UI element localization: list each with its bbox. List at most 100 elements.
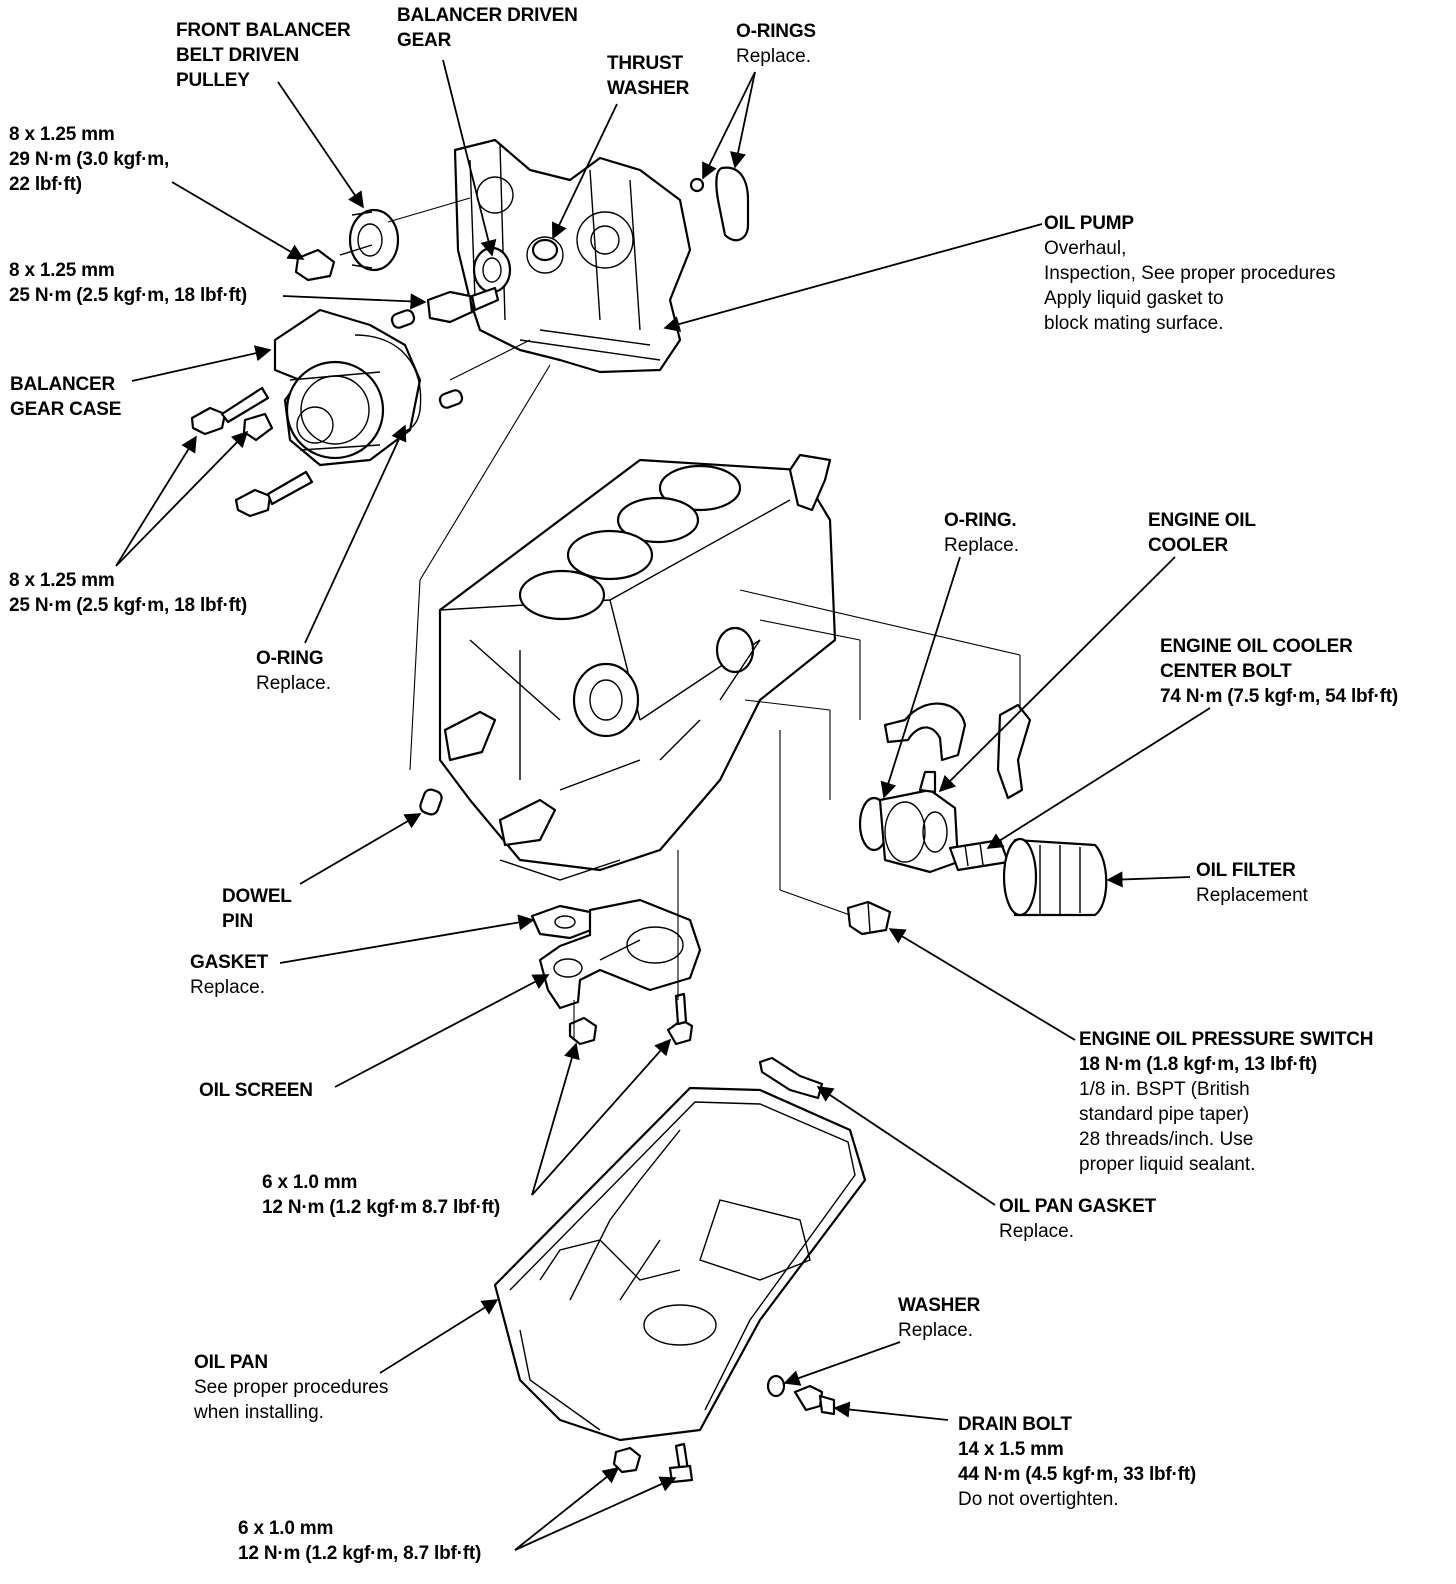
- label-line: 44 N·m (4.5 kgf·m, 33 lbf·ft): [958, 1464, 1197, 1485]
- label-oil-filter: OIL FILTER Replacement: [1196, 858, 1308, 908]
- label-pressure-switch: ENGINE OIL PRESSURE SWITCH 18 N·m (1.8 k…: [1079, 1027, 1373, 1177]
- pressure-switch: [846, 900, 892, 936]
- alignment-lines: [387, 197, 1021, 1040]
- label-line: 8 x 1.25 mm: [9, 124, 115, 145]
- pulley-bolt: [294, 244, 373, 282]
- label-note: Replace.: [190, 977, 265, 998]
- label-note: Replace.: [898, 1320, 973, 1341]
- oil-pan: [493, 1086, 867, 1442]
- small-dowels-top: [390, 309, 464, 409]
- label-balancer-driven-gear: BALANCER DRIVEN GEAR: [397, 3, 578, 53]
- label-line: 8 x 1.25 mm: [9, 260, 115, 281]
- oil-screen: [538, 898, 702, 1010]
- label-line: OIL SCREEN: [199, 1080, 313, 1101]
- label-note: Inspection, See proper procedures: [1044, 263, 1336, 284]
- label-bolt-6x10-pan: 6 x 1.0 mm 12 N·m (1.2 kgf·m, 8.7 lbf·ft…: [238, 1516, 481, 1566]
- label-line: 18 N·m (1.8 kgf·m, 13 lbf·ft): [1079, 1054, 1318, 1075]
- engine-block: [438, 453, 837, 881]
- label-line: 74 N·m (7.5 kgf·m, 54 lbf·ft): [1160, 686, 1399, 707]
- label-line: BELT DRIVEN: [176, 45, 300, 66]
- label-gasket: GASKET Replace.: [190, 950, 268, 1000]
- label-line: 12 N·m (1.2 kgf·m 8.7 lbf·ft): [262, 1197, 501, 1218]
- label-bolt-8x125-29nm: 8 x 1.25 mm 29 N·m (3.0 kgf·m, 22 lbf·ft…: [9, 122, 169, 197]
- label-line: ENGINE OIL: [1148, 510, 1256, 531]
- label-dowel-pin: DOWEL PIN: [222, 884, 292, 934]
- label-note: standard pipe taper): [1079, 1104, 1250, 1125]
- label-line: 22 lbf·ft): [9, 174, 82, 195]
- pump-bolt: [426, 286, 500, 324]
- gasket: [530, 904, 598, 940]
- cooler-pipe: [996, 703, 1032, 800]
- label-line: FRONT BALANCER: [176, 20, 351, 41]
- oil-filter: [1002, 837, 1108, 917]
- label-line: OIL PAN: [194, 1352, 268, 1373]
- label-line: DRAIN BOLT: [958, 1414, 1072, 1435]
- case-bolts: [190, 386, 314, 518]
- label-note: block mating surface.: [1044, 313, 1224, 334]
- leader-arrows: [115, 59, 1211, 1551]
- label-line: DOWEL: [222, 886, 292, 907]
- label-o-rings-top: O-RINGS Replace.: [736, 19, 816, 69]
- label-line: O-RING: [256, 648, 324, 669]
- label-line: PULLEY: [176, 70, 250, 91]
- label-line: 6 x 1.0 mm: [262, 1172, 358, 1193]
- label-note: Apply liquid gasket to: [1044, 288, 1224, 309]
- label-note: when installing.: [194, 1402, 324, 1423]
- cooler-hose: [883, 702, 967, 762]
- label-line: 14 x 1.5 mm: [958, 1439, 1064, 1460]
- label-note: Replace.: [736, 46, 811, 67]
- label-line: ENGINE OIL PRESSURE SWITCH: [1079, 1029, 1374, 1050]
- label-note: Replace.: [999, 1221, 1074, 1242]
- label-line: CENTER BOLT: [1160, 661, 1292, 682]
- label-note: Replace.: [256, 673, 331, 694]
- o-rings-top: [689, 166, 750, 242]
- label-note: proper liquid sealant.: [1079, 1154, 1256, 1175]
- label-balancer-gear-case: BALANCER GEAR CASE: [10, 372, 121, 422]
- label-bolt-8x125-25nm-a: 8 x 1.25 mm 25 N·m (2.5 kgf·m, 18 lbf·ft…: [9, 258, 247, 308]
- label-line: GASKET: [190, 952, 268, 973]
- label-line: 12 N·m (1.2 kgf·m, 8.7 lbf·ft): [238, 1543, 482, 1564]
- front-balancer-pulley: [348, 208, 400, 272]
- label-line: 29 N·m (3.0 kgf·m,: [9, 149, 170, 170]
- pan-bolts: [612, 1442, 694, 1484]
- label-note: Replace.: [944, 535, 1019, 556]
- label-note: 1/8 in. BSPT (British: [1079, 1079, 1250, 1100]
- label-line: WASHER: [898, 1295, 981, 1316]
- label-engine-oil-cooler: ENGINE OIL COOLER: [1148, 508, 1256, 558]
- label-line: 6 x 1.0 mm: [238, 1518, 334, 1539]
- label-note: Replacement: [1196, 885, 1308, 906]
- label-line: 25 N·m (2.5 kgf·m, 18 lbf·ft): [9, 595, 248, 616]
- cooler-center-bolt: [948, 838, 1010, 872]
- label-front-balancer-pulley: FRONT BALANCER BELT DRIVEN PULLEY: [176, 18, 351, 93]
- label-line: THRUST: [607, 53, 683, 74]
- label-line: 25 N·m (2.5 kgf·m, 18 lbf·ft): [9, 285, 248, 306]
- label-line: OIL PAN GASKET: [999, 1196, 1156, 1217]
- label-line: BALANCER DRIVEN: [397, 5, 578, 26]
- thrust-washer: [531, 238, 559, 262]
- label-o-ring-cooler: O-RING. Replace.: [944, 508, 1019, 558]
- drain-washer: [766, 1374, 786, 1398]
- label-line: COOLER: [1148, 535, 1229, 556]
- label-line: GEAR: [397, 30, 452, 51]
- label-note: Do not overtighten.: [958, 1489, 1119, 1510]
- label-line: O-RINGS: [736, 21, 816, 42]
- label-oil-pan: OIL PAN See proper procedures when insta…: [194, 1350, 388, 1425]
- screen-bolts: [568, 992, 694, 1046]
- label-line: GEAR CASE: [10, 399, 122, 420]
- label-line: PIN: [222, 911, 254, 932]
- label-bolt-8x125-25nm-b: 8 x 1.25 mm 25 N·m (2.5 kgf·m, 18 lbf·ft…: [9, 568, 247, 618]
- label-note: 28 threads/inch. Use: [1079, 1129, 1254, 1150]
- label-line: BALANCER: [10, 374, 116, 395]
- label-o-ring-left: O-RING Replace.: [256, 646, 331, 696]
- label-oil-pump: OIL PUMP Overhaul, Inspection, See prope…: [1044, 211, 1336, 336]
- label-line: OIL PUMP: [1044, 213, 1134, 234]
- label-note: Overhaul,: [1044, 238, 1127, 259]
- label-bolt-6x10-screen: 6 x 1.0 mm 12 N·m (1.2 kgf·m 8.7 lbf·ft): [262, 1170, 500, 1220]
- label-washer: WASHER Replace.: [898, 1293, 980, 1343]
- drain-bolt: [793, 1384, 836, 1416]
- label-line: OIL FILTER: [1196, 860, 1296, 881]
- label-line: 8 x 1.25 mm: [9, 570, 115, 591]
- label-drain-bolt: DRAIN BOLT 14 x 1.5 mm 44 N·m (4.5 kgf·m…: [958, 1412, 1196, 1512]
- label-line: ENGINE OIL COOLER: [1160, 636, 1353, 657]
